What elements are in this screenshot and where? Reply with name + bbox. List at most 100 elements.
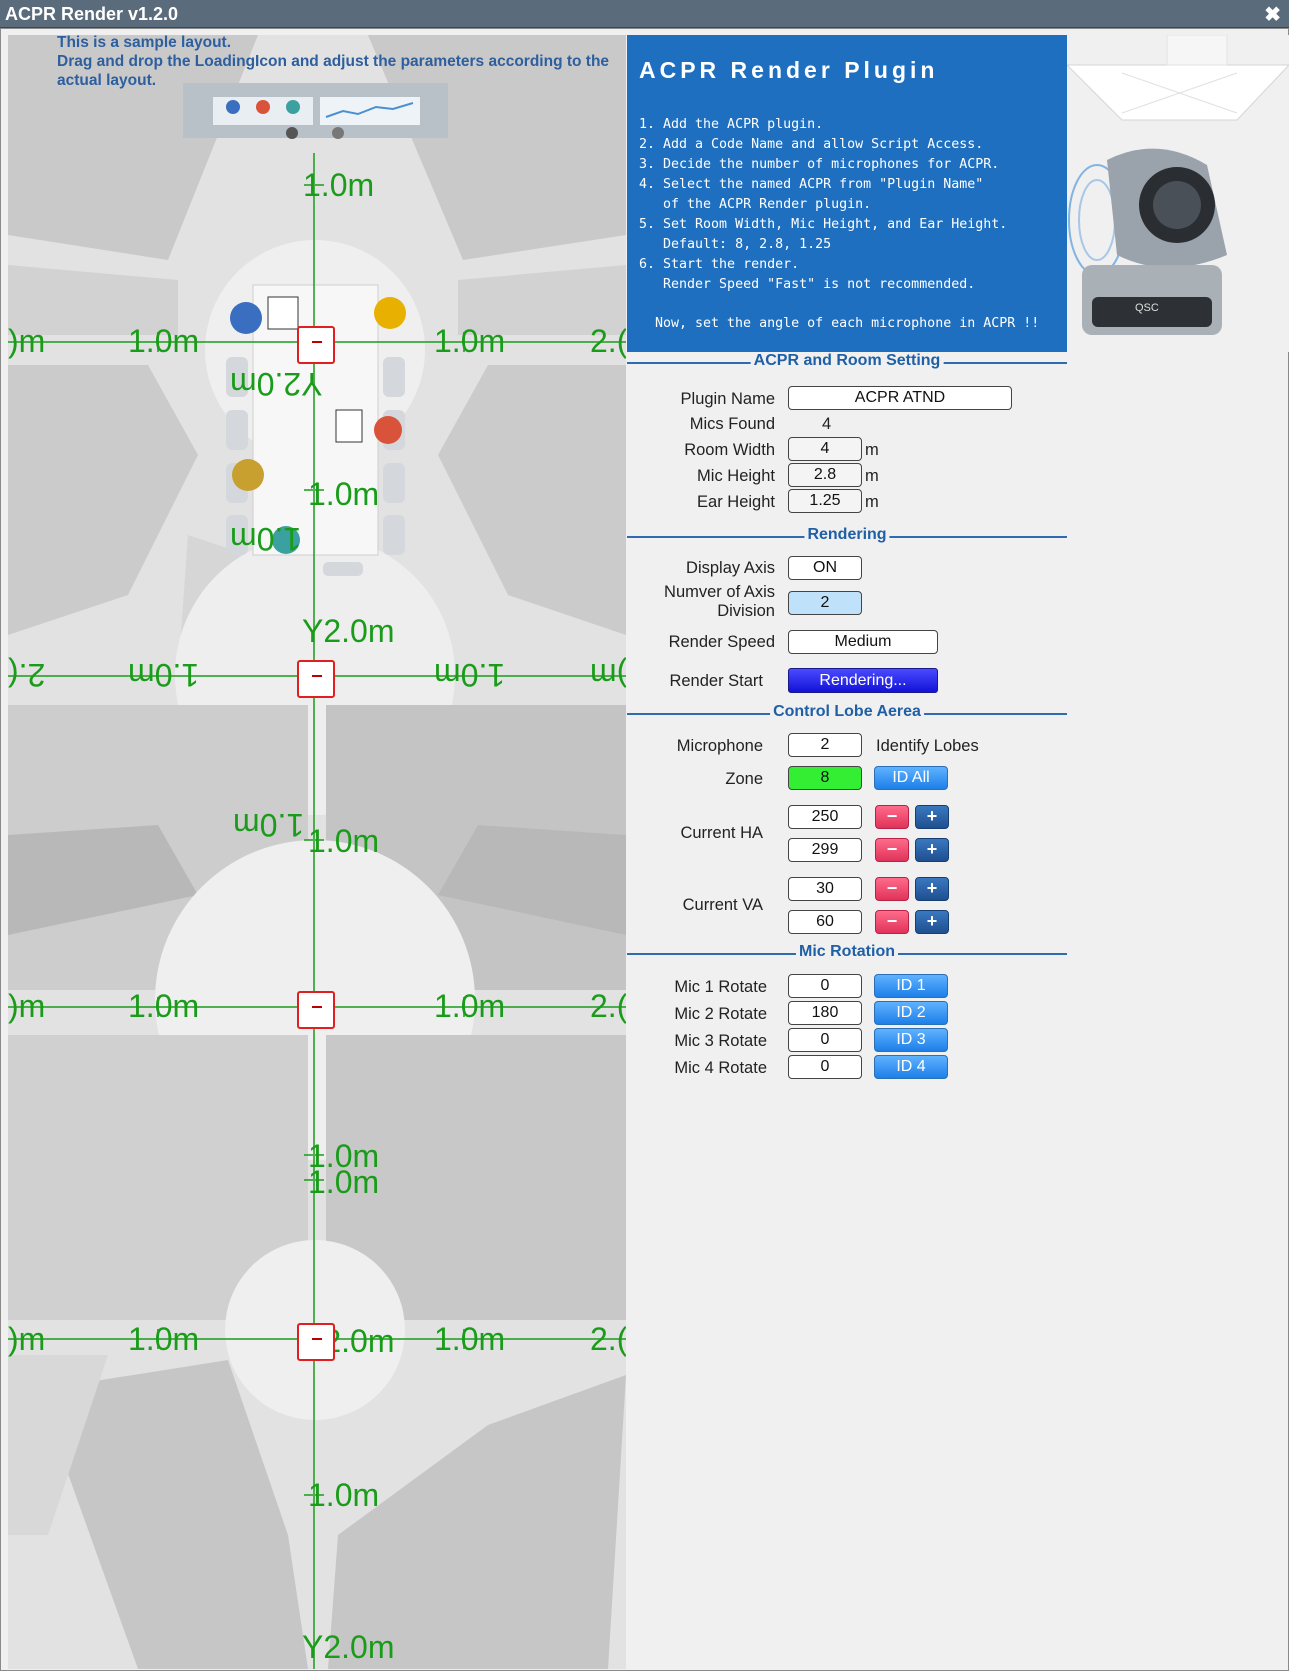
va-2-minus-button[interactable]: − bbox=[875, 910, 909, 934]
mic-2-rotate-label: Mic 2 Rotate bbox=[674, 1005, 767, 1023]
id-all-button[interactable]: ID All bbox=[874, 766, 948, 790]
ha-2-minus-button[interactable]: − bbox=[875, 838, 909, 862]
ha-1-plus-button[interactable]: + bbox=[915, 805, 949, 829]
close-icon[interactable]: ✖ bbox=[1264, 4, 1281, 26]
zone-field[interactable]: 8 bbox=[788, 766, 862, 790]
mic-3-id-button[interactable]: ID 3 bbox=[874, 1028, 948, 1052]
mic-3-rotate-field[interactable]: 0 bbox=[788, 1028, 862, 1052]
ha-field-2[interactable]: 299 bbox=[788, 838, 862, 862]
axis-division-field[interactable]: 2 bbox=[788, 591, 862, 615]
axis-label: )m bbox=[8, 988, 46, 1024]
lobe-map bbox=[8, 35, 626, 1669]
section-title: Mic Rotation bbox=[796, 943, 898, 961]
device-brand: QSC bbox=[1135, 302, 1159, 314]
axis-label: 2.( bbox=[590, 988, 626, 1024]
ha-field-1[interactable]: 250 bbox=[788, 805, 862, 829]
info-banner: ACPR Render Plugin 1. Add the ACPR plugi… bbox=[627, 35, 1067, 352]
zone-label: Zone bbox=[725, 770, 763, 788]
current-ha-label: Current HA bbox=[680, 824, 763, 842]
ear-height-unit: m bbox=[865, 493, 879, 511]
mic-2-rotate-field[interactable]: 180 bbox=[788, 1001, 862, 1025]
banner-step: 1. Add the ACPR plugin. bbox=[639, 117, 824, 132]
mic-marker-1[interactable] bbox=[297, 326, 335, 364]
section-rendering: Rendering bbox=[627, 526, 1067, 546]
banner-step: Render Speed "Fast" is not recommended. bbox=[639, 277, 976, 292]
axis-label: 1.0m bbox=[233, 807, 305, 843]
axis-label: 1.0m bbox=[303, 167, 375, 203]
mic-4-rotate-field[interactable]: 0 bbox=[788, 1055, 862, 1079]
plugin-name-label: Plugin Name bbox=[680, 390, 775, 408]
mic-4-id-button[interactable]: ID 4 bbox=[874, 1055, 948, 1079]
axis-label: )m bbox=[8, 323, 46, 359]
room-width-field[interactable]: 4 bbox=[788, 437, 862, 461]
section-title: ACPR and Room Setting bbox=[750, 352, 944, 370]
device-illustration: QSC bbox=[1065, 34, 1289, 352]
display-wall bbox=[183, 83, 448, 139]
mic-3-rotate-label: Mic 3 Rotate bbox=[674, 1032, 767, 1050]
axis-label: Y2.0m bbox=[230, 366, 323, 402]
mics-found-label: Mics Found bbox=[689, 415, 775, 433]
axis-label: )m bbox=[8, 1321, 46, 1357]
mic-height-field[interactable]: 2.8 bbox=[788, 463, 862, 487]
mic-1-id-button[interactable]: ID 1 bbox=[874, 974, 948, 998]
axis-label: Y2.0m bbox=[302, 1629, 395, 1665]
title-bar: ACPR Render v1.2.0 ✖ bbox=[0, 0, 1289, 28]
section-title: Rendering bbox=[804, 526, 890, 544]
banner-step: 5. Set Room Width, Mic Height, and Ear H… bbox=[639, 217, 1008, 232]
banner-step: 4. Select the named ACPR from "Plugin Na… bbox=[639, 177, 984, 192]
lobe-region-5 bbox=[8, 1355, 626, 1669]
current-va-label: Current VA bbox=[682, 896, 763, 914]
axis-label: 2.( bbox=[590, 323, 626, 359]
va-2-plus-button[interactable]: + bbox=[915, 910, 949, 934]
banner-final-note: Now, set the angle of each microphone in… bbox=[655, 316, 1040, 331]
mic-1-rotate-field[interactable]: 0 bbox=[788, 974, 862, 998]
render-speed-label: Render Speed bbox=[668, 633, 775, 651]
display-axis-toggle[interactable]: ON bbox=[788, 556, 862, 580]
section-lobe: Control Lobe Aerea bbox=[627, 703, 1067, 723]
axis-label: 1.0m bbox=[434, 323, 506, 359]
va-field-1[interactable]: 30 bbox=[788, 877, 862, 901]
ha-2-plus-button[interactable]: + bbox=[915, 838, 949, 862]
window-title: ACPR Render v1.2.0 bbox=[5, 4, 179, 24]
axis-label: 1.0m bbox=[434, 1321, 506, 1357]
display-axis-label: Display Axis bbox=[686, 559, 775, 577]
banner-steps: 1. Add the ACPR plugin. 2. Add a Code Na… bbox=[639, 115, 1007, 295]
render-speed-select[interactable]: Medium bbox=[788, 630, 938, 654]
mic-marker-4[interactable] bbox=[297, 1323, 335, 1361]
axis-division-label: Numver of Axis Division bbox=[664, 583, 775, 620]
axis-label: 1.0m bbox=[308, 1164, 380, 1200]
axis-label: 2.( bbox=[590, 1321, 626, 1357]
mic-marker-2[interactable] bbox=[297, 660, 335, 698]
ear-height-field[interactable]: 1.25 bbox=[788, 489, 862, 513]
ha-1-minus-button[interactable]: − bbox=[875, 805, 909, 829]
plugin-name-field[interactable]: ACPR ATND bbox=[788, 386, 1012, 410]
banner-step: 3. Decide the number of microphones for … bbox=[639, 157, 1000, 172]
va-field-2[interactable]: 60 bbox=[788, 910, 862, 934]
axis-label: )m bbox=[590, 657, 626, 693]
note-line-1: This is a sample layout. bbox=[57, 34, 232, 51]
axis-label: 1.0m bbox=[308, 823, 380, 859]
microphone-field[interactable]: 2 bbox=[788, 733, 862, 757]
floor-plan: 1.0m )m 1.0m 1.0m 2.( Y2.0m 1.0m 1.0m Y2… bbox=[8, 35, 626, 1669]
mic-marker-3[interactable] bbox=[297, 991, 335, 1029]
banner-step: Default: 8, 2.8, 1.25 bbox=[639, 237, 832, 252]
va-1-plus-button[interactable]: + bbox=[915, 877, 949, 901]
axis-label: 1.0m bbox=[128, 1321, 200, 1357]
axis-label: 1.0m bbox=[128, 988, 200, 1024]
mic-4-rotate-label: Mic 4 Rotate bbox=[674, 1059, 767, 1077]
microphone-label: Microphone bbox=[676, 737, 763, 755]
render-start-button[interactable]: Rendering... bbox=[788, 668, 938, 693]
banner-step: 2. Add a Code Name and allow Script Acce… bbox=[639, 137, 984, 152]
render-start-label: Render Start bbox=[669, 672, 763, 690]
mic-1-rotate-label: Mic 1 Rotate bbox=[674, 978, 767, 996]
ear-height-label: Ear Height bbox=[697, 493, 775, 511]
lobe-region-4 bbox=[8, 1035, 626, 1420]
mics-found-value: 4 bbox=[822, 415, 832, 433]
room-width-unit: m bbox=[865, 441, 879, 459]
axis-label: 1.0m bbox=[128, 323, 200, 359]
note-line-2: Drag and drop the LoadingIcon and adjust… bbox=[57, 53, 610, 89]
va-1-minus-button[interactable]: − bbox=[875, 877, 909, 901]
axis-label: 2.( bbox=[8, 657, 46, 693]
mic-2-id-button[interactable]: ID 2 bbox=[874, 1001, 948, 1025]
mic-height-label: Mic Height bbox=[697, 467, 775, 485]
